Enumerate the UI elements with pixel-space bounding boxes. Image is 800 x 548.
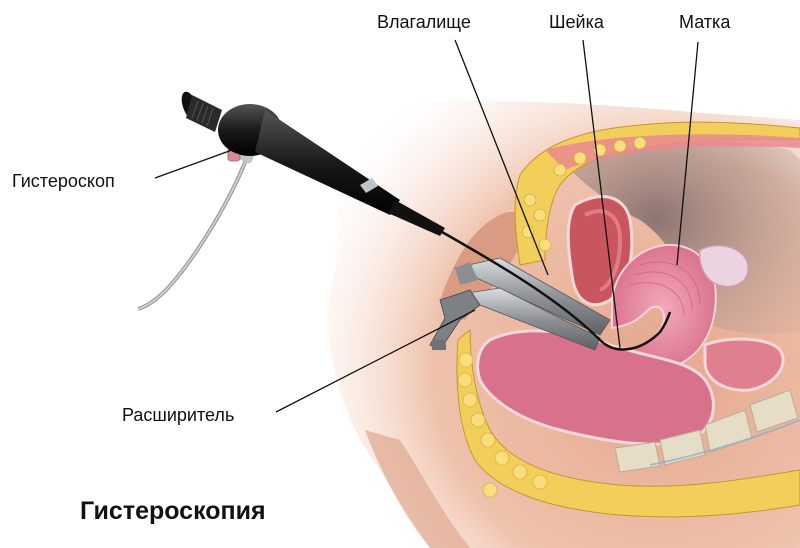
label-dilator: Расширитель bbox=[122, 405, 235, 425]
leader-vagina bbox=[454, 39, 549, 276]
label-uterus: Матка bbox=[679, 12, 731, 32]
fat-tissue-upper bbox=[514, 121, 800, 266]
leader-lines bbox=[154, 39, 699, 413]
diagram-title: Гистероскопия bbox=[80, 497, 266, 525]
leader-cervix bbox=[582, 39, 621, 349]
leader-dilator bbox=[275, 309, 476, 413]
label-hysteroscope: Гистероскоп bbox=[12, 171, 115, 191]
label-cervix: Шейка bbox=[549, 12, 604, 32]
leader-uterus bbox=[676, 41, 699, 266]
label-vagina: Влагалище bbox=[377, 12, 471, 32]
hysteroscope bbox=[137, 91, 672, 351]
fat-tissue-lower bbox=[456, 328, 800, 518]
leader-hysteroscope bbox=[154, 149, 233, 179]
ovary bbox=[698, 244, 749, 288]
